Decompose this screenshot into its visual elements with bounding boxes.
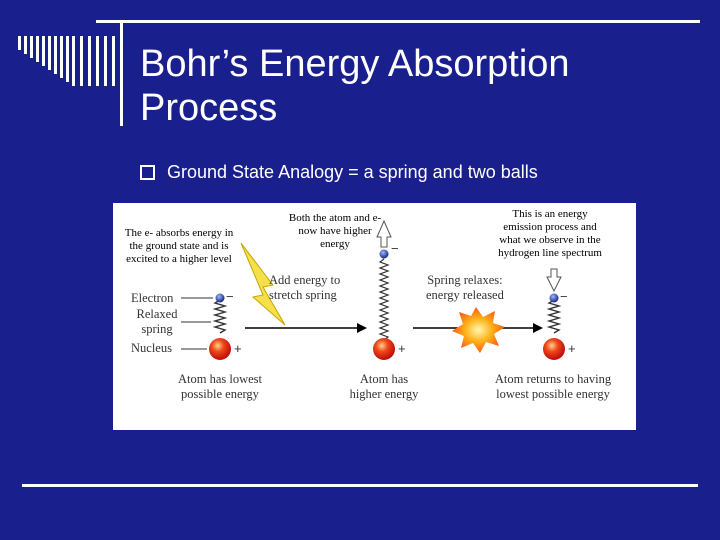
- bohr-figure: − + − + − + The e- absorbs energy in the…: [113, 203, 636, 430]
- electron-left: [215, 293, 225, 303]
- plus-sign-right: +: [568, 341, 576, 356]
- note-emission: This is an energy emission process and w…: [485, 208, 615, 260]
- plus-sign-middle: +: [398, 341, 406, 356]
- up-arrow-icon: [376, 219, 392, 248]
- nucleus-right: [543, 338, 565, 360]
- bullet-text: Ground State Analogy = a spring and two …: [167, 162, 538, 182]
- decorative-bars: [18, 36, 115, 86]
- square-bullet-icon: [140, 165, 155, 180]
- arrow-right-icon: [357, 323, 367, 333]
- caption-higher-energy: Atom has higher energy: [339, 372, 429, 402]
- minus-sign-right: −: [560, 289, 568, 304]
- caption-lowest-energy: Atom has lowest possible energy: [165, 372, 275, 402]
- label-nucleus: Nucleus: [131, 341, 172, 355]
- lightning-icon: [240, 242, 286, 326]
- electron-middle: [379, 249, 389, 259]
- stretched-spring: [378, 258, 390, 341]
- figure-graphics: [181, 219, 565, 360]
- note-right-line-2: emission process and: [503, 221, 597, 233]
- atom-middle: [373, 219, 395, 360]
- label-add-energy: Add energy to stretch spring: [269, 273, 340, 303]
- label-electron: Electron: [131, 291, 174, 305]
- nucleus-left: [209, 338, 231, 360]
- label-relaxed-spring: Relaxed spring: [133, 307, 181, 337]
- arrow-right-icon-2: [533, 323, 543, 333]
- caption-left-1: Atom has lowest: [177, 372, 263, 386]
- caption-left-2: possible energy: [181, 387, 259, 401]
- note-right-line-3: what we observe in the: [499, 234, 601, 246]
- down-arrow-icon: [546, 268, 562, 293]
- title-line-2: Process: [140, 87, 278, 129]
- minus-sign-middle: −: [391, 241, 399, 256]
- electron-right: [549, 293, 559, 303]
- top-rule: [96, 20, 700, 23]
- note-absorbs: The e- absorbs energy in the ground stat…: [115, 227, 243, 266]
- caption-returns-lowest: Atom returns to having lowest possible e…: [483, 372, 623, 402]
- atom-left: [209, 293, 231, 360]
- relaxed-spring-left: [212, 299, 228, 334]
- minus-sign-left: −: [226, 289, 234, 304]
- label-spring-relaxes-1: Spring relaxes:: [427, 273, 503, 287]
- note-right-line-4: hydrogen line spectrum: [498, 247, 602, 259]
- atom-right: [543, 268, 565, 360]
- label-relaxed: Relaxed: [136, 307, 178, 321]
- slide-title: Bohr’s Energy Absorption Process: [140, 42, 700, 130]
- label-spring-relaxes-2: energy released: [426, 288, 504, 302]
- bottom-rule: [22, 484, 698, 487]
- note-right-line-1: This is an energy: [512, 208, 588, 220]
- energy-flash-icon: [452, 307, 505, 353]
- title-line-1: Bohr’s Energy Absorption: [140, 43, 570, 85]
- note-middle-line-2: now have higher: [298, 225, 372, 237]
- caption-mid-1: Atom has: [359, 372, 409, 386]
- vertical-rule: [120, 20, 123, 126]
- label-spring: spring: [141, 322, 173, 336]
- label-spring-relaxes: Spring relaxes: energy released: [426, 273, 504, 303]
- nucleus-middle: [373, 338, 395, 360]
- note-left-line-3: excited to a higher level: [126, 253, 232, 265]
- note-left-line-2: the ground state and is: [129, 240, 229, 252]
- relaxed-spring-right: [546, 299, 562, 334]
- note-middle-line-3: energy: [320, 238, 350, 250]
- caption-mid-2: higher energy: [349, 387, 419, 401]
- note-middle-line-1: Both the atom and e-: [288, 212, 382, 224]
- note-left-line-1: The e- absorbs energy in: [124, 227, 234, 239]
- label-add-energy-1: Add energy to: [269, 273, 341, 287]
- bullet-item: Ground State Analogy = a spring and two …: [140, 162, 538, 183]
- note-higher-energy: Both the atom and e- now have higher ene…: [275, 212, 395, 251]
- caption-right-1: Atom returns to having: [494, 372, 612, 386]
- caption-right-2: lowest possible energy: [496, 387, 610, 401]
- label-add-energy-2: stretch spring: [269, 288, 337, 302]
- plus-sign-left: +: [234, 341, 242, 356]
